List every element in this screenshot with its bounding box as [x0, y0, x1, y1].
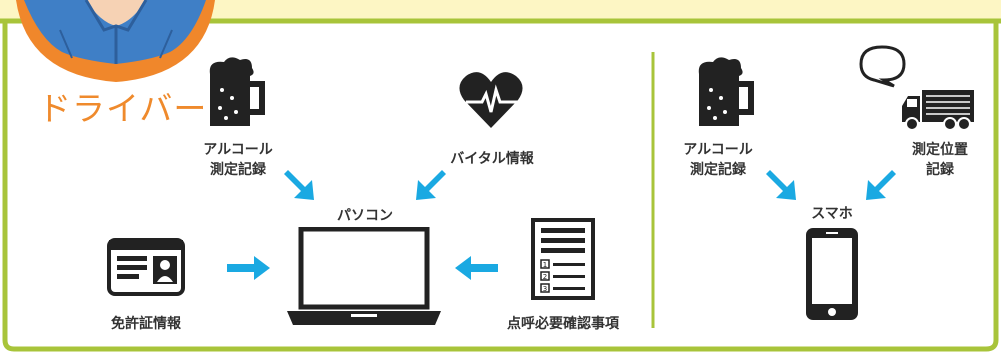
truck-icon: [902, 90, 974, 131]
arrow-alcohol-to-phone: [766, 170, 796, 200]
alcohol-label-left-line1: アルコール: [203, 142, 273, 158]
checklist-num-3: 3: [543, 285, 547, 293]
license-label: 免許証情報: [111, 316, 181, 332]
checklist-num-1: 1: [543, 261, 547, 269]
smartphone-icon: [806, 228, 858, 320]
location-label-line2: 記録: [926, 162, 954, 178]
alcohol-label-right-line1: アルコール: [683, 142, 753, 158]
arrow-location-to-phone: [866, 170, 896, 200]
id-card-icon: [107, 238, 185, 296]
arrows-right-panel: [766, 170, 896, 200]
driver-avatar: [16, 0, 215, 82]
heart-pulse-icon: [459, 72, 523, 128]
checklist-label: 点呼必要確認事項: [507, 316, 619, 332]
beer-mug-icon-right: [698, 57, 754, 126]
arrow-alcohol-to-pc: [284, 170, 314, 200]
arrow-checklist-to-pc: [455, 256, 498, 280]
alcohol-label-right-line2: 測定記録: [690, 162, 746, 178]
location-label-line1: 測定位置: [912, 142, 968, 158]
speech-bubble-icon: [859, 45, 906, 88]
laptop-icon: [287, 227, 441, 325]
beer-mug-icon: [209, 57, 265, 126]
checklist-icon: 1 2 3: [531, 218, 595, 300]
arrow-license-to-pc: [227, 256, 270, 280]
checklist-num-2: 2: [543, 273, 547, 281]
driver-label: ドライバー: [38, 89, 208, 128]
phone-label: スマホ: [811, 206, 853, 222]
pc-label: パソコン: [337, 208, 393, 224]
arrow-vital-to-pc: [416, 170, 446, 200]
vital-label: バイタル情報: [450, 151, 534, 167]
arrows-left-panel: [227, 170, 498, 280]
alcohol-label-left-line2: 測定記録: [210, 162, 266, 178]
